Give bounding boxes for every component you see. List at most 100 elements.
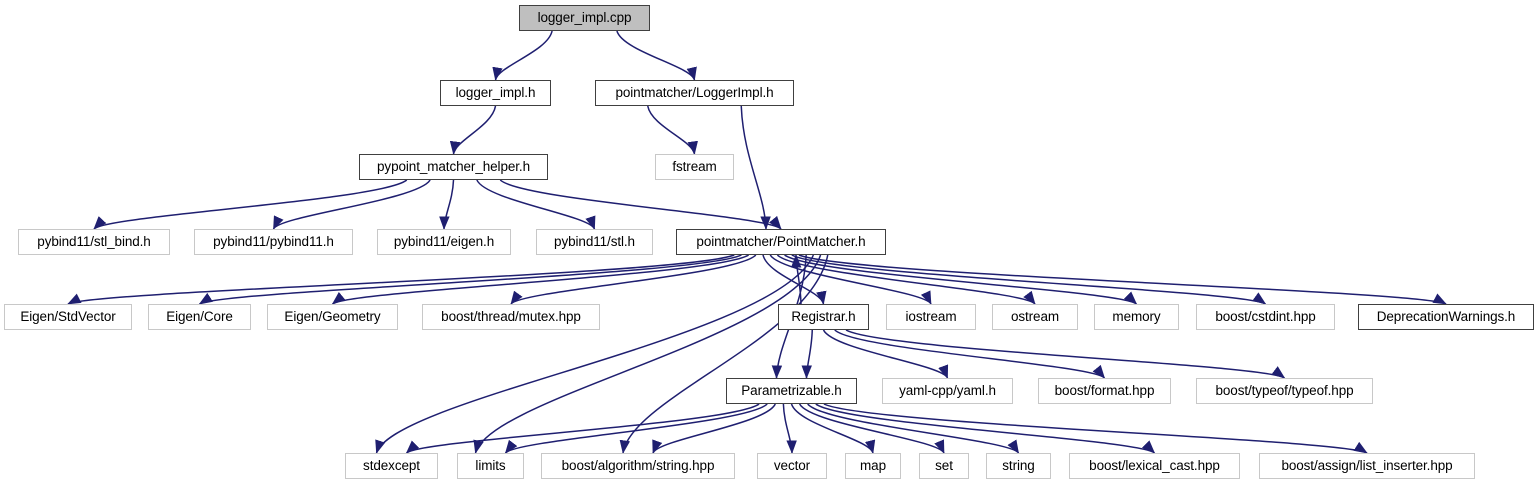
graph-node-parametrizable-h[interactable]: Parametrizable.h [726, 378, 857, 404]
graph-node-label: logger_impl.cpp [537, 10, 632, 26]
graph-edge-parametrizable-h-to-limits [504, 403, 768, 454]
graph-node-stdexcept[interactable]: stdexcept [345, 453, 438, 479]
graph-node-boost-lexical-cast-hpp[interactable]: boost/lexical_cast.hpp [1069, 453, 1240, 479]
graph-node-boost-algorithm-string-hpp[interactable]: boost/algorithm/string.hpp [541, 453, 735, 479]
graph-node-loggerimpl-h[interactable]: pointmatcher/LoggerImpl.h [595, 80, 794, 106]
graph-edge-pypoint-matcher-helper-h-to-pointmatcher-h [499, 179, 782, 230]
graph-node-label: pypoint_matcher_helper.h [377, 159, 530, 175]
graph-edge-pointmatcher-h-to-iostream [769, 254, 932, 305]
graph-edge-pointmatcher-h-to-limits [473, 254, 822, 454]
graph-edge-pypoint-matcher-helper-h-to-pybind11-stl-bind-h [93, 179, 408, 230]
graph-node-label: string [1002, 458, 1035, 474]
graph-edge-logger-impl-cpp-to-loggerimpl-h [616, 30, 697, 81]
graph-node-deprecationwarnings-h[interactable]: DeprecationWarnings.h [1358, 304, 1534, 330]
graph-edge-parametrizable-h-to-boost-assign-list-inserter-hpp [823, 403, 1368, 454]
graph-node-label: ostream [1010, 309, 1060, 325]
graph-node-set[interactable]: set [919, 453, 969, 479]
graph-edge-pointmatcher-h-to-eigen-core [198, 254, 742, 305]
graph-edge-registrar-h-to-boost-format-hpp [834, 329, 1106, 379]
graph-edge-parametrizable-h-to-vector [782, 403, 797, 454]
graph-node-label: Eigen/StdVector [20, 309, 116, 325]
graph-edge-pointmatcher-h-to-eigen-geometry [331, 254, 750, 305]
graph-node-limits[interactable]: limits [457, 453, 524, 479]
graph-node-label: boost/format.hpp [1054, 383, 1155, 399]
graph-node-label: DeprecationWarnings.h [1376, 309, 1516, 325]
graph-node-label: stdexcept [363, 458, 420, 474]
graph-node-boost-cstdint-hpp[interactable]: boost/cstdint.hpp [1196, 304, 1335, 330]
graph-edge-pointmatcher-h-to-boost-thread-mutex-hpp [510, 254, 757, 305]
graph-node-logger-impl-cpp[interactable]: logger_impl.cpp [519, 5, 650, 31]
graph-node-eigen-geometry[interactable]: Eigen/Geometry [267, 304, 398, 330]
graph-node-boost-format-hpp[interactable]: boost/format.hpp [1038, 378, 1171, 404]
graph-node-eigen-stdvector[interactable]: Eigen/StdVector [4, 304, 132, 330]
graph-edge-parametrizable-h-to-map [790, 403, 876, 454]
graph-node-label: boost/algorithm/string.hpp [561, 458, 715, 474]
graph-node-label: Eigen/Core [166, 309, 233, 325]
graph-node-label: iostream [905, 309, 957, 325]
graph-edge-pointmatcher-h-to-deprecationwarnings-h [798, 254, 1447, 305]
graph-node-label: boost/thread/mutex.hpp [441, 309, 581, 325]
graph-node-pybind11-eigen-h[interactable]: pybind11/eigen.h [377, 229, 511, 255]
graph-node-boost-assign-list-inserter-hpp[interactable]: boost/assign/list_inserter.hpp [1259, 453, 1475, 479]
graph-node-registrar-h[interactable]: Registrar.h [778, 304, 869, 330]
graph-node-label: limits [475, 458, 506, 474]
graph-node-label: pybind11/stl_bind.h [37, 234, 151, 250]
graph-edge-pointmatcher-h-to-memory [784, 254, 1138, 305]
graph-edge-loggerimpl-h-to-pointmatcher-h [740, 105, 771, 230]
graph-edge-parametrizable-h-to-string [807, 403, 1020, 454]
graph-node-boost-thread-mutex-hpp[interactable]: boost/thread/mutex.hpp [422, 304, 600, 330]
graph-node-label: set [935, 458, 953, 474]
graph-node-fstream[interactable]: fstream [655, 154, 734, 180]
graph-node-label: map [860, 458, 886, 474]
graph-node-iostream[interactable]: iostream [886, 304, 976, 330]
graph-node-label: Registrar.h [791, 309, 856, 325]
graph-edge-parametrizable-h-to-set [798, 403, 945, 454]
graph-node-pypoint-matcher-helper-h[interactable]: pypoint_matcher_helper.h [359, 154, 548, 180]
graph-node-label: vector [773, 458, 811, 474]
graph-node-pybind11-pybind11-h[interactable]: pybind11/pybind11.h [194, 229, 353, 255]
graph-node-vector[interactable]: vector [757, 453, 827, 479]
graph-node-yaml-cpp-yaml-h[interactable]: yaml-cpp/yaml.h [882, 378, 1013, 404]
graph-edge-pointmatcher-h-to-eigen-stdvector [67, 254, 735, 305]
graph-node-label: boost/lexical_cast.hpp [1089, 458, 1220, 474]
graph-node-ostream[interactable]: ostream [992, 304, 1078, 330]
graph-node-label: fstream [672, 159, 717, 175]
graph-node-eigen-core[interactable]: Eigen/Core [148, 304, 251, 330]
graph-edge-pypoint-matcher-helper-h-to-pybind11-pybind11-h [272, 179, 431, 230]
graph-edge-parametrizable-h-to-stdexcept [405, 403, 760, 454]
edge-group [67, 30, 1447, 454]
graph-node-pybind11-stl-h[interactable]: pybind11/stl.h [536, 229, 653, 255]
graph-node-map[interactable]: map [845, 453, 901, 479]
graph-edge-pypoint-matcher-helper-h-to-pybind11-eigen-h [439, 179, 455, 230]
graph-node-label: yaml-cpp/yaml.h [899, 383, 996, 399]
graph-node-boost-typeof-typeof-hpp[interactable]: boost/typeof/typeof.hpp [1196, 378, 1373, 404]
graph-edge-loggerimpl-h-to-fstream [647, 105, 698, 155]
graph-node-pointmatcher-h[interactable]: pointmatcher/PointMatcher.h [676, 229, 886, 255]
graph-edge-pointmatcher-h-to-boost-cstdint-hpp [791, 254, 1267, 305]
graph-node-string[interactable]: string [986, 453, 1051, 479]
graph-edge-registrar-h-to-parametrizable-h [801, 329, 813, 379]
graph-edge-pointmatcher-h-to-ostream [776, 254, 1036, 305]
graph-node-pybind11-stl-bind-h[interactable]: pybind11/stl_bind.h [18, 229, 170, 255]
graph-node-label: pybind11/stl.h [554, 234, 635, 250]
graph-node-label: pointmatcher/LoggerImpl.h [615, 85, 774, 101]
graph-node-label: Parametrizable.h [741, 383, 842, 399]
graph-node-label: memory [1112, 309, 1161, 325]
graph-edge-registrar-h-to-yaml-cpp-yaml-h [822, 329, 949, 379]
graph-edge-pointmatcher-h-to-stdexcept [375, 254, 815, 454]
graph-edge-parametrizable-h-to-boost-lexical-cast-hpp [815, 403, 1156, 454]
graph-edge-registrar-h-to-boost-typeof-typeof-hpp [845, 329, 1286, 379]
graph-node-label: boost/cstdint.hpp [1215, 309, 1316, 325]
graph-edge-logger-impl-cpp-to-logger-impl-h [492, 30, 553, 81]
graph-node-label: logger_impl.h [455, 85, 536, 101]
graph-node-label: pybind11/pybind11.h [213, 234, 334, 250]
graph-node-label: boost/typeof/typeof.hpp [1215, 383, 1354, 399]
graph-edge-registrar-h-to-pointmatcher-h [790, 254, 802, 305]
graph-edge-pypoint-matcher-helper-h-to-pybind11-stl-h [476, 179, 596, 230]
graph-node-logger-impl-h[interactable]: logger_impl.h [440, 80, 551, 106]
graph-node-label: pointmatcher/PointMatcher.h [696, 234, 866, 250]
graph-edge-logger-impl-h-to-pypoint-matcher-helper-h [449, 105, 497, 155]
graph-node-memory[interactable]: memory [1094, 304, 1179, 330]
